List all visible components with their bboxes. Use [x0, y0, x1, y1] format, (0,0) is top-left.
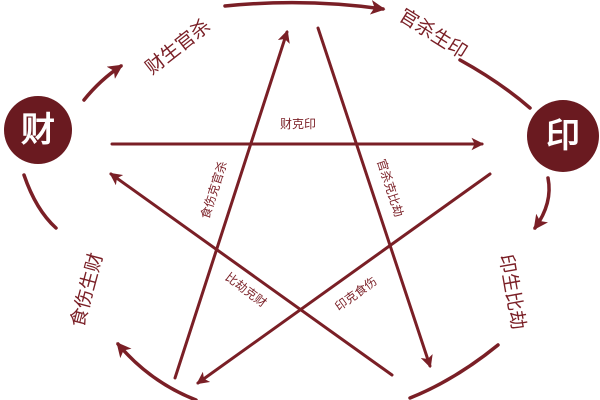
arc-shishang-to-bottom-left — [116, 342, 198, 400]
node-yin: 印 — [527, 100, 599, 172]
arc-yin-to-bijie — [533, 176, 551, 230]
arc-guansha-to-yin — [223, 0, 386, 15]
arc-guansha-sheng-yin-to-yin — [458, 58, 532, 110]
label-shishang-ke-guansha: 食伤克官杀 — [197, 159, 230, 221]
node-yin-label: 印 — [546, 116, 580, 156]
arrow-guansha-ke-bijie — [316, 26, 433, 368]
arrow-yin-ke-shishang — [196, 172, 492, 385]
label-yin-sheng-bijie: 印生比劫 — [495, 253, 530, 332]
label-shishang-sheng-cai: 食伤生财 — [67, 250, 108, 329]
arrow-bijie-ke-cai — [109, 172, 394, 377]
label-cai-sheng-guansha: 财生官杀 — [141, 15, 214, 79]
restraint-star — [109, 26, 492, 385]
node-cai-label: 财 — [21, 110, 55, 150]
label-bijie-ke-cai: 比劫克财 — [223, 270, 270, 310]
label-guansha-sheng-yin: 官杀生印 — [395, 5, 471, 64]
arc-bijie-down — [408, 343, 500, 400]
arrow-shishang-ke-guansha — [173, 30, 290, 380]
label-yin-ke-shishang: 印克食伤 — [332, 273, 380, 313]
arc-cai-to-shishang — [22, 173, 58, 230]
node-cai: 财 — [4, 96, 72, 164]
label-cai-ke-yin: 财克印 — [280, 117, 316, 131]
generation-cycle — [22, 0, 551, 400]
arc-cai-to-caisheng — [82, 64, 124, 102]
